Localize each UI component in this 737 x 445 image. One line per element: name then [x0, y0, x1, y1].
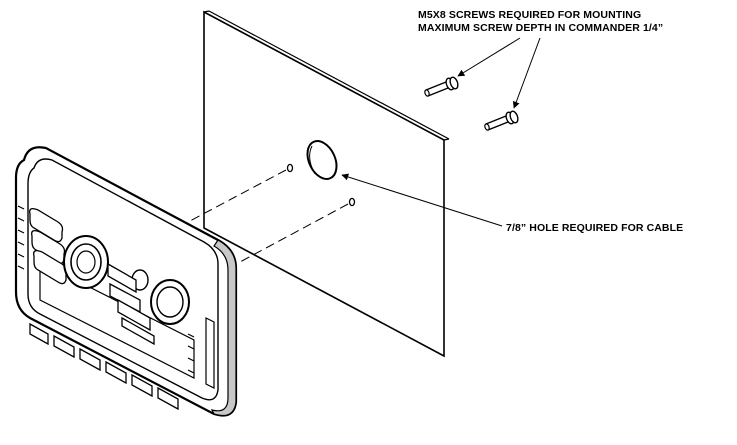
screw-hole-lower — [348, 197, 356, 207]
screws-annotation-line1: M5X8 SCREWS REQUIRED FOR MOUNTING — [418, 9, 642, 21]
screw-lower — [484, 110, 519, 131]
alignment-dashes — [187, 169, 349, 263]
screws-annotation-line2: MAXIMUM SCREW DEPTH IN COMMANDER 1/4” — [418, 22, 664, 34]
mounting-panel — [203, 10, 450, 358]
leader-lines — [341, 37, 541, 227]
screw-upper — [424, 76, 459, 97]
cable-hole — [306, 140, 338, 180]
commander-unit — [14, 146, 238, 417]
screw-hole-upper — [286, 163, 294, 173]
hole-annotation: 7/8” HOLE REQUIRED FOR CABLE — [506, 222, 684, 234]
